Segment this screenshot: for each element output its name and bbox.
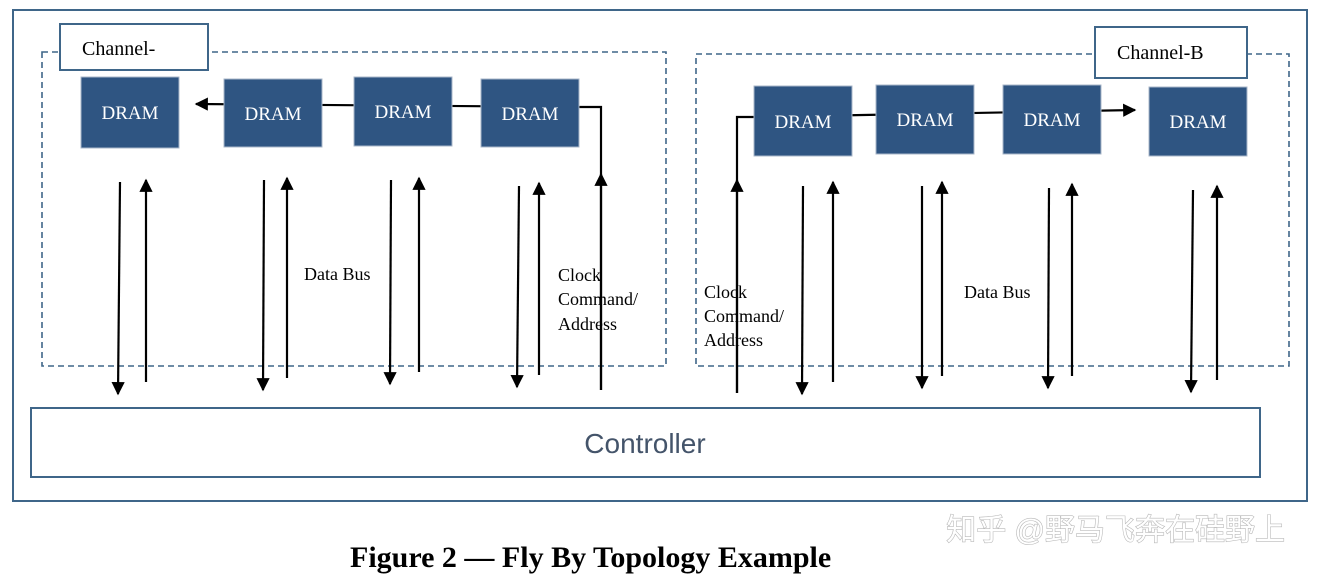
data-bus-down-arrow — [256, 179, 270, 392]
channel-b-cca-label: Clock Command/ Address — [704, 282, 784, 350]
channel-b-dram-3: DRAM — [1002, 84, 1102, 155]
cca-line-2: Command/ — [558, 289, 638, 309]
dram-label: DRAM — [374, 102, 431, 123]
channel-a-dram-3: DRAM — [353, 76, 453, 147]
dram-label: DRAM — [244, 104, 301, 125]
data-bus-down-arrow — [111, 181, 125, 396]
dram-label: DRAM — [774, 112, 831, 133]
channel-b-data-bus-arrows — [795, 180, 1224, 396]
channel-a-dram-2: DRAM — [223, 78, 323, 148]
channel-a-cca-label: Clock Command/ Address — [558, 265, 638, 334]
controller-label: Controller — [584, 428, 705, 459]
data-bus-down-arrow — [795, 185, 809, 396]
cca-line-3: Address — [558, 314, 617, 334]
data-bus-down-arrow — [383, 179, 397, 386]
channel-a-data-bus-arrows — [111, 176, 546, 396]
dram-label: DRAM — [1169, 112, 1226, 133]
channel-a-data-bus-label: Data Bus — [304, 264, 371, 284]
channel-a-dram-1: DRAM — [80, 76, 180, 149]
cca-line-1: Clock — [704, 282, 747, 302]
channel-b-dram-4: DRAM — [1148, 86, 1248, 157]
data-bus-down-arrow — [510, 185, 524, 389]
data-bus-down-arrow — [1041, 187, 1055, 390]
channel-b-dram-2: DRAM — [875, 84, 975, 155]
cca-line-3: Address — [704, 330, 763, 350]
figure-caption: Figure 2 — Fly By Topology Example — [350, 541, 831, 574]
channel-a-dram-4: DRAM — [480, 78, 580, 148]
channel-b-name: Channel-B — [1117, 42, 1204, 64]
controller-box: Controller — [30, 407, 1261, 478]
data-bus-down-arrow — [1184, 189, 1198, 394]
dram-label: DRAM — [101, 103, 158, 124]
cca-line-1: Clock — [558, 265, 601, 285]
channel-a-region — [41, 51, 667, 367]
watermark-text: 知乎 @野马飞奔在硅野上 — [946, 514, 1285, 547]
channel-b-dram-1: DRAM — [753, 85, 853, 157]
channel-b-data-bus-label: Data Bus — [964, 282, 1031, 302]
channel-a-label-box: Channel- — [59, 23, 209, 71]
channel-a-name: Channel- — [82, 38, 155, 60]
cca-line-2: Command/ — [704, 306, 784, 326]
dram-label: DRAM — [896, 110, 953, 131]
dram-label: DRAM — [501, 104, 558, 125]
channel-b-region — [695, 53, 1290, 367]
dram-label: DRAM — [1023, 110, 1080, 131]
channel-b-label-box: Channel-B — [1094, 26, 1248, 79]
